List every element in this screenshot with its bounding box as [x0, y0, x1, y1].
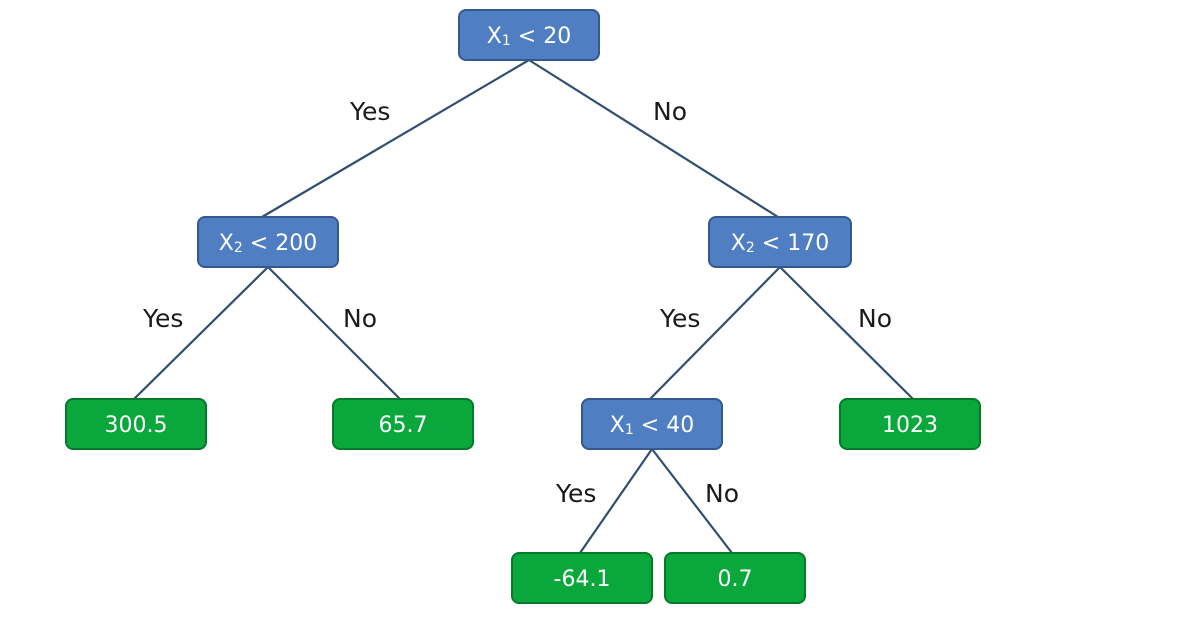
decision-node-n_right: X2 < 170: [708, 216, 852, 268]
variable-name: X: [731, 231, 746, 256]
node-label: 300.5: [105, 413, 168, 438]
condition-threshold: < 40: [634, 413, 694, 438]
edge-n_rl-to-leaf_07: [651, 448, 733, 554]
leaf-node-leaf_300: 300.5: [65, 398, 207, 450]
node-label: 0.7: [718, 567, 753, 592]
decision-node-root: X1 < 20: [458, 9, 600, 61]
node-box: [458, 9, 600, 61]
edge-label-no: No: [705, 479, 739, 508]
node-label: -64.1: [554, 567, 611, 592]
node-label: 65.7: [379, 413, 428, 438]
node-label: X1 < 20: [487, 24, 571, 49]
edge-label-yes: Yes: [349, 97, 390, 126]
node-box: [511, 552, 653, 604]
edge-root-to-n_left: [261, 59, 530, 218]
edge-label-yes: Yes: [555, 479, 596, 508]
node-label: X2 < 200: [219, 231, 317, 256]
edge-n_rl-to-leaf_neg64: [579, 448, 653, 554]
node-box: [197, 216, 339, 268]
condition-threshold: < 200: [243, 231, 317, 256]
condition-threshold: < 170: [755, 231, 829, 256]
edge-label-no: No: [858, 304, 892, 333]
leaf-node-leaf_1023: 1023: [839, 398, 981, 450]
node-label: 1023: [882, 413, 938, 438]
edge-n_left-to-leaf_300: [133, 266, 269, 400]
node-label: X2 < 170: [731, 231, 829, 256]
variable-subscript: 1: [625, 422, 634, 438]
edges-layer: [133, 59, 914, 554]
variable-subscript: 1: [502, 33, 511, 49]
variable-name: X: [610, 413, 625, 438]
decision-node-n_left: X2 < 200: [197, 216, 339, 268]
edge-label-yes: Yes: [142, 304, 183, 333]
node-box: [664, 552, 806, 604]
edge-n_right-to-leaf_1023: [779, 266, 914, 400]
node-label: X1 < 40: [610, 413, 694, 438]
leaf-node-leaf_07: 0.7: [664, 552, 806, 604]
edge-n_right-to-n_rl: [649, 266, 781, 400]
leaf-node-leaf_neg64: -64.1: [511, 552, 653, 604]
leaf-node-leaf_65: 65.7: [332, 398, 474, 450]
edge-root-to-n_right: [528, 59, 779, 218]
variable-subscript: 2: [746, 240, 755, 256]
edge-label-no: No: [653, 97, 687, 126]
decision-node-n_rl: X1 < 40: [581, 398, 723, 450]
variable-name: X: [487, 24, 502, 49]
node-box: [839, 398, 981, 450]
variable-name: X: [219, 231, 234, 256]
node-box: [708, 216, 852, 268]
edge-label-yes: Yes: [659, 304, 700, 333]
condition-threshold: < 20: [511, 24, 571, 49]
node-box: [581, 398, 723, 450]
edge-n_left-to-leaf_65: [267, 266, 401, 400]
edge-label-no: No: [343, 304, 377, 333]
node-box: [332, 398, 474, 450]
node-box: [65, 398, 207, 450]
variable-subscript: 2: [234, 240, 243, 256]
